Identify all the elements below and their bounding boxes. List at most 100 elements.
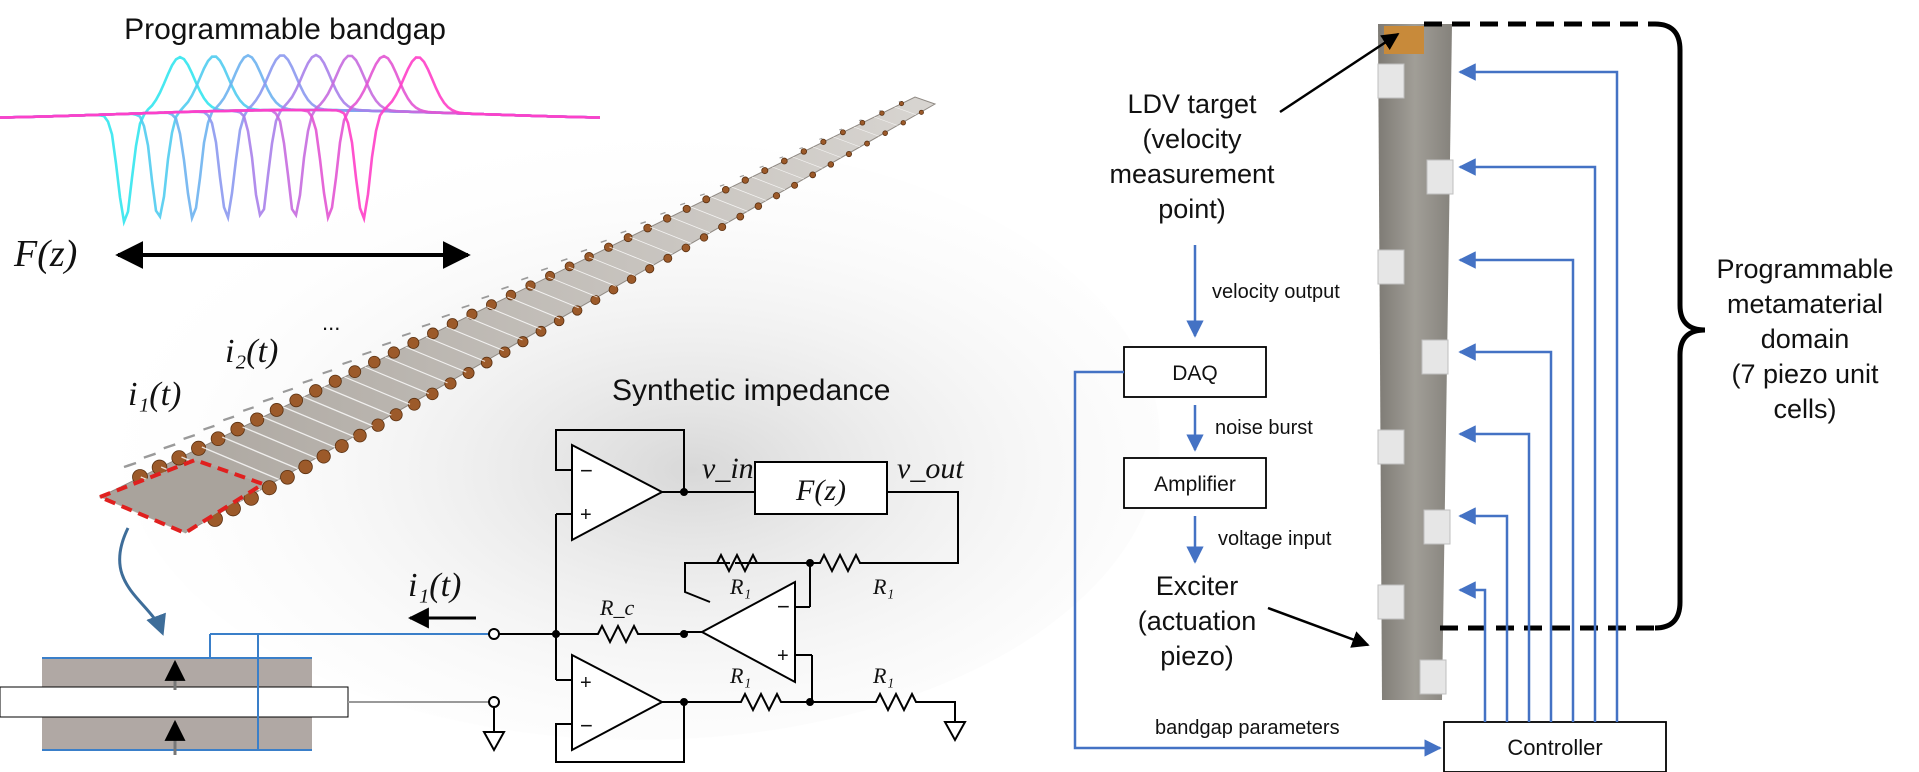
piezo-patches: [1377, 63, 1454, 695]
ldv-pointer-arrow: [1279, 32, 1400, 114]
vout-wire: [868, 491, 959, 564]
resonator-mass: [699, 233, 709, 242]
resonator-mass: [348, 365, 362, 379]
current-indicator: [779, 156, 784, 159]
exciter-line3: piezo): [1160, 641, 1234, 671]
cell-divider: [242, 426, 317, 459]
resonator-mass: [736, 212, 745, 221]
resonator-mass: [584, 252, 594, 262]
resonator-mass: [643, 223, 652, 233]
voltage-input-label: voltage input: [1218, 528, 1332, 550]
cell-divider: [792, 156, 823, 169]
cell-divider: [711, 196, 748, 212]
resonator-mass: [608, 284, 619, 295]
fz-block-label: F(z): [795, 474, 846, 507]
current-indicator: [680, 202, 686, 206]
resistor-r1-bottom-right: [870, 691, 922, 713]
ground-terminal: [488, 696, 500, 708]
cell-divider: [201, 446, 280, 481]
cell-divider: [364, 366, 429, 395]
feedback-wire-top: [555, 429, 685, 492]
ellipsis: ...: [322, 310, 340, 335]
cell-divider: [588, 256, 636, 277]
bandgap-title: Programmable bandgap: [124, 13, 446, 46]
domain-line2: metamaterial: [1727, 289, 1883, 319]
resistor-r1-bottom-left: [735, 691, 787, 713]
resonator-mass: [879, 110, 885, 116]
controller-wire: [1458, 581, 1487, 722]
current-indicator: [799, 147, 803, 150]
cell-divider: [629, 236, 673, 255]
daq-label: DAQ: [1172, 362, 1218, 385]
cell-divider: [221, 436, 298, 470]
current-indicator: [381, 341, 392, 347]
r1-label-bottom-left: R₁: [729, 663, 751, 688]
cell-divider: [833, 136, 861, 148]
cell-divider: [486, 306, 542, 330]
resonator-mass: [353, 428, 367, 443]
current-indicator: [342, 359, 353, 365]
cell-divider: [568, 266, 617, 287]
resonator-mass: [681, 243, 691, 253]
cell-divider: [649, 226, 692, 244]
amplifier-label: Amplifier: [1154, 473, 1236, 496]
resonator-mass: [444, 377, 457, 390]
r1-label-top-right: R₁: [872, 574, 894, 599]
resonator-mass: [663, 214, 672, 223]
controller-label: Controller: [1507, 735, 1602, 760]
current-indicator: [759, 165, 764, 168]
opamp3-minus: −: [580, 713, 593, 738]
resonator-mass: [280, 469, 295, 485]
opamp-buffer-top: [571, 443, 665, 542]
wire: [684, 562, 711, 603]
ldv-target-line1: LDV target: [1127, 89, 1257, 119]
resonator-mass: [368, 355, 381, 369]
resonator-mass: [426, 387, 439, 401]
r1-label-bottom-right: R₁: [872, 663, 894, 688]
piezo-patch: [1426, 159, 1454, 195]
current-indicator: [580, 248, 588, 253]
cell-divider: [527, 286, 579, 309]
domain-line5: cells): [1773, 394, 1836, 424]
vin-label: v_in: [702, 452, 754, 485]
opamp2-minus: −: [777, 594, 790, 619]
piezo-patch: [1419, 659, 1447, 695]
resonator-mass: [486, 299, 497, 311]
current-indicator: [183, 434, 196, 441]
piezo-patch: [1377, 429, 1405, 465]
resonator-mass: [407, 336, 420, 349]
current-indicator: [838, 128, 843, 131]
opamp2-plus: +: [777, 645, 789, 667]
resonator-mass: [462, 367, 475, 379]
opamp1-plus: +: [580, 504, 592, 526]
controller-wire: [1458, 158, 1597, 722]
opamp-middle: [699, 580, 796, 684]
substrate-layer: [0, 686, 349, 718]
current-indicator: [739, 174, 745, 178]
resonator-mass: [663, 253, 673, 263]
resonator-mass: [626, 274, 637, 284]
resonator-mass: [741, 176, 749, 184]
resonator-mass: [859, 119, 866, 126]
current-indicator: [640, 221, 647, 225]
resistor-r1-top-right: [812, 552, 868, 574]
cell-divider: [344, 376, 411, 405]
current-indicator: [302, 378, 313, 384]
resonator-mass: [250, 412, 265, 427]
resonator-mass: [702, 195, 711, 204]
domain-brace: [1654, 21, 1706, 631]
synthetic-impedance-circuit: [482, 429, 967, 763]
fz-label: F(z): [13, 233, 77, 275]
domain-line1: Programmable: [1716, 254, 1893, 284]
controller-wires: [1458, 63, 1619, 722]
resonator-mass: [918, 109, 924, 115]
current-indicator: [660, 211, 666, 215]
resonator-mass: [721, 185, 730, 194]
cell-divider: [425, 336, 486, 362]
resonator-mass: [604, 242, 614, 252]
wire: [922, 701, 956, 722]
synthetic-impedance-title: Synthetic impedance: [612, 374, 891, 407]
cell-divider: [670, 216, 711, 234]
exciter-line1: Exciter: [1156, 571, 1239, 601]
controller-wire: [1458, 343, 1553, 722]
